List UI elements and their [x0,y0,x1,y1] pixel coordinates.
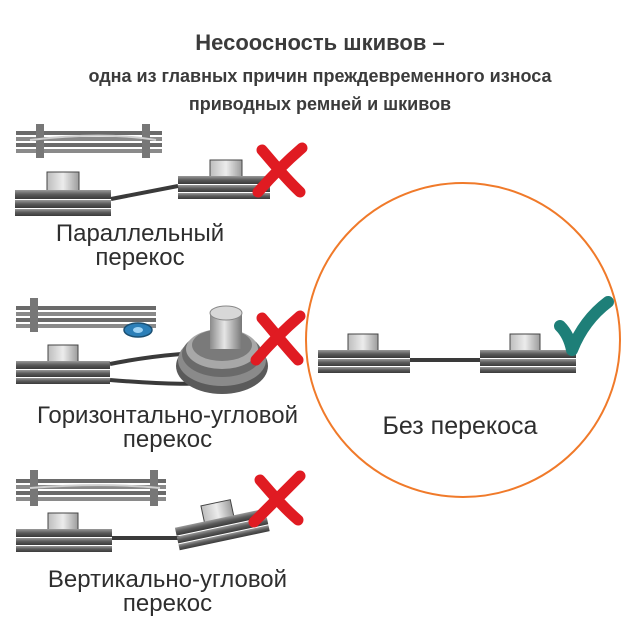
top-view-parallel [16,124,162,158]
right-pulley-angled [176,305,268,394]
left-pulley [15,171,111,216]
label-vertical-line2: перекос [122,590,213,617]
label-horizontal-line2: перекос [122,426,213,453]
cross-icon [250,310,306,366]
right-pulley-offset [178,159,270,199]
top-view-horizontal [16,298,156,338]
right-pulley-aligned [480,333,576,373]
label-horizontal-line1: Горизонтально-угловой [36,402,299,429]
label-no-misalignment: Без перекоса [382,412,538,440]
right-pulley-tilted [174,499,270,551]
diagram-subtitle-line2: приводных ремней и шкивов [188,94,452,114]
case-vertical-angular [16,470,306,552]
diagram-subtitle-line1: одна из главных причин преждевременного … [88,66,552,86]
label-parallel-line2: перекос [95,244,185,271]
top-view-vertical [16,470,166,506]
left-pulley [16,344,110,384]
label-parallel-line1: Параллельный [55,220,225,247]
highlight-circle [305,182,621,498]
cross-icon [252,142,308,198]
correct-alignment [305,182,621,498]
left-pulley [318,333,410,373]
label-vertical-angular: Вертикально-угловой перекос [10,568,325,616]
label-horizontal-angular: Горизонтально-угловой перекос [10,404,325,452]
cross-icon [248,470,306,528]
label-vertical-line1: Вертикально-угловой [47,566,288,593]
case-parallel [15,124,308,216]
case-horizontal-angular [16,298,306,394]
label-parallel: Параллельный перекос [20,222,260,270]
check-icon [554,296,614,356]
left-pulley [16,512,112,552]
diagram-title: Несоосность шкивов – [195,30,445,55]
